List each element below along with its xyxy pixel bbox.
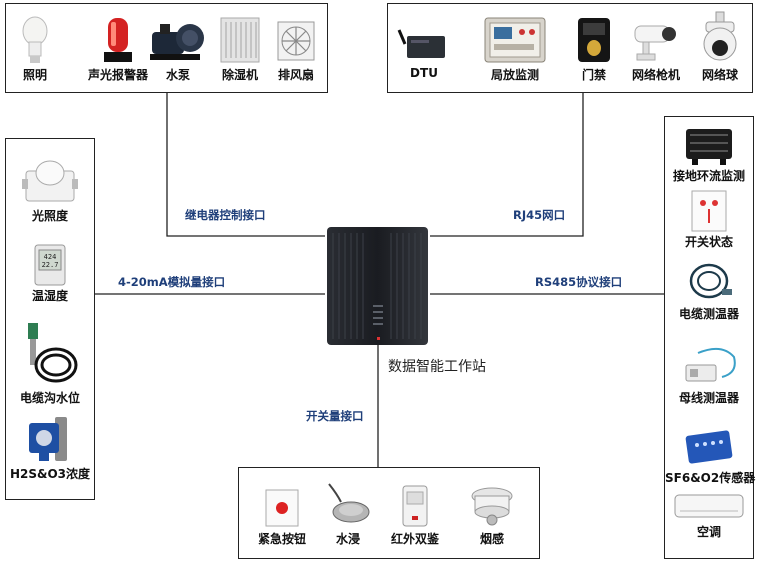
device-label: 门禁 xyxy=(581,68,606,82)
switch-status-icon xyxy=(689,189,729,233)
device-air-conditioner: 空调 xyxy=(665,489,753,540)
switch-devices-panel: 紧急按钮 水浸 红外双鉴 xyxy=(238,467,540,559)
device-cable-thermometer: 电缆测温器 xyxy=(665,259,753,322)
device-label: 声光报警器 xyxy=(87,68,148,82)
switch-interface-label: 开关量接口 xyxy=(306,409,364,423)
rj45-wire xyxy=(430,93,584,237)
relay-wire xyxy=(166,93,325,237)
network-devices-panel: DTU 局放监测 门禁 xyxy=(387,3,753,93)
dehumidifier-icon xyxy=(217,14,263,66)
device-pir-dual: 红外双鉴 xyxy=(379,482,451,547)
output-devices-panel: 照明 声光报警器 水泵 xyxy=(5,3,328,93)
device-dtu: DTU xyxy=(394,18,454,80)
device-dehumidifier: 除湿机 xyxy=(212,14,268,83)
device-emergency-button: 紧急按钮 xyxy=(247,486,317,547)
dome-camera-icon xyxy=(696,10,744,66)
svg-text:424: 424 xyxy=(44,253,57,261)
device-illuminance: 光照度 xyxy=(6,155,94,224)
thermo-hygrometer-icon: 424 22.7 xyxy=(32,243,68,287)
relay-interface-label: 继电器控制接口 xyxy=(185,208,266,222)
device-water-leak: 水浸 xyxy=(321,480,375,547)
device-label: 红外双鉴 xyxy=(390,532,439,546)
device-gas-concentration: H2S&O3浓度 xyxy=(6,415,94,482)
device-label: H2S&O3浓度 xyxy=(9,467,91,481)
water-level-icon xyxy=(18,321,82,389)
smoke-detector-icon xyxy=(467,482,517,530)
device-label: 水泵 xyxy=(165,68,190,82)
device-label: SF6&O2传感器 xyxy=(665,471,756,485)
fan-icon xyxy=(275,14,317,66)
device-label: 接地环流监测 xyxy=(672,169,745,183)
device-label: 除湿机 xyxy=(221,68,258,82)
analog-interface-label: 4-20mA模拟量接口 xyxy=(118,275,226,289)
device-label: 水浸 xyxy=(335,532,360,546)
bulb-icon xyxy=(17,14,53,66)
device-label: 电缆沟水位 xyxy=(19,391,80,405)
water-leak-icon xyxy=(323,480,373,530)
device-lighting: 照明 xyxy=(12,14,58,83)
device-label: 温湿度 xyxy=(31,289,68,303)
device-label: 局放监测 xyxy=(490,68,539,82)
device-dome-camera: 网络球 xyxy=(690,10,750,83)
dtu-icon xyxy=(397,18,451,66)
device-label: 烟感 xyxy=(479,532,504,546)
device-temp-humidity: 424 22.7 温湿度 xyxy=(6,243,94,304)
device-alarm-light: 声光报警器 xyxy=(78,14,158,83)
bullet-camera-icon xyxy=(629,14,683,66)
sensor-panel-right: 接地环流监测 开关状态 电缆测温器 xyxy=(664,116,756,559)
device-label: 空调 xyxy=(696,525,721,539)
station-title: 数据智能工作站 xyxy=(388,359,486,375)
device-label: 照明 xyxy=(22,68,47,82)
device-pump: 水泵 xyxy=(146,14,210,83)
device-smoke-detector: 烟感 xyxy=(463,482,521,547)
sf6-sensor-icon xyxy=(681,425,737,469)
pump-icon xyxy=(148,14,208,66)
access-control-icon xyxy=(574,14,614,66)
rj45-interface-label: RJ45网口 xyxy=(513,208,566,222)
rs485-interface-label: RS485协议接口 xyxy=(535,275,623,289)
pir-detector-icon xyxy=(397,482,433,530)
device-label: 网络球 xyxy=(701,68,738,82)
light-sensor-icon xyxy=(20,155,80,207)
device-partial-discharge: 局放监测 xyxy=(476,14,554,83)
device-label: 紧急按钮 xyxy=(257,532,306,546)
device-switch-status: 开关状态 xyxy=(665,189,753,250)
device-sf6-o2-sensor: SF6&O2传感器 xyxy=(665,425,756,486)
device-label: 网络枪机 xyxy=(631,68,680,82)
pd-monitor-icon xyxy=(482,14,548,66)
device-label: 排风扇 xyxy=(277,68,314,82)
device-bullet-camera: 网络枪机 xyxy=(624,14,688,83)
workstation-device xyxy=(325,225,430,347)
device-label: 电缆测温器 xyxy=(678,307,739,321)
device-ground-current: 接地环流监测 xyxy=(665,121,753,184)
alarm-light-icon xyxy=(98,14,138,66)
workstation-icon xyxy=(327,227,428,345)
svg-text:22.7: 22.7 xyxy=(42,261,59,269)
device-label: 开关状态 xyxy=(684,235,733,249)
device-label: 母线测温器 xyxy=(678,391,739,405)
air-conditioner-icon xyxy=(672,489,746,523)
device-trench-water-level: 电缆沟水位 xyxy=(6,321,94,406)
busbar-thermometer-icon xyxy=(678,343,740,389)
device-label: DTU xyxy=(410,66,438,80)
device-label: 光照度 xyxy=(31,209,68,223)
device-exhaust-fan: 排风扇 xyxy=(268,14,324,83)
gas-detector-icon xyxy=(25,415,75,465)
sensor-panel-left: 光照度 424 22.7 温湿度 电缆沟水位 xyxy=(5,138,95,500)
device-access-control: 门禁 xyxy=(568,14,620,83)
ground-current-icon xyxy=(680,121,738,167)
emergency-button-icon xyxy=(262,486,302,530)
cable-thermometer-icon xyxy=(684,259,734,305)
device-busbar-thermometer: 母线测温器 xyxy=(665,343,753,406)
